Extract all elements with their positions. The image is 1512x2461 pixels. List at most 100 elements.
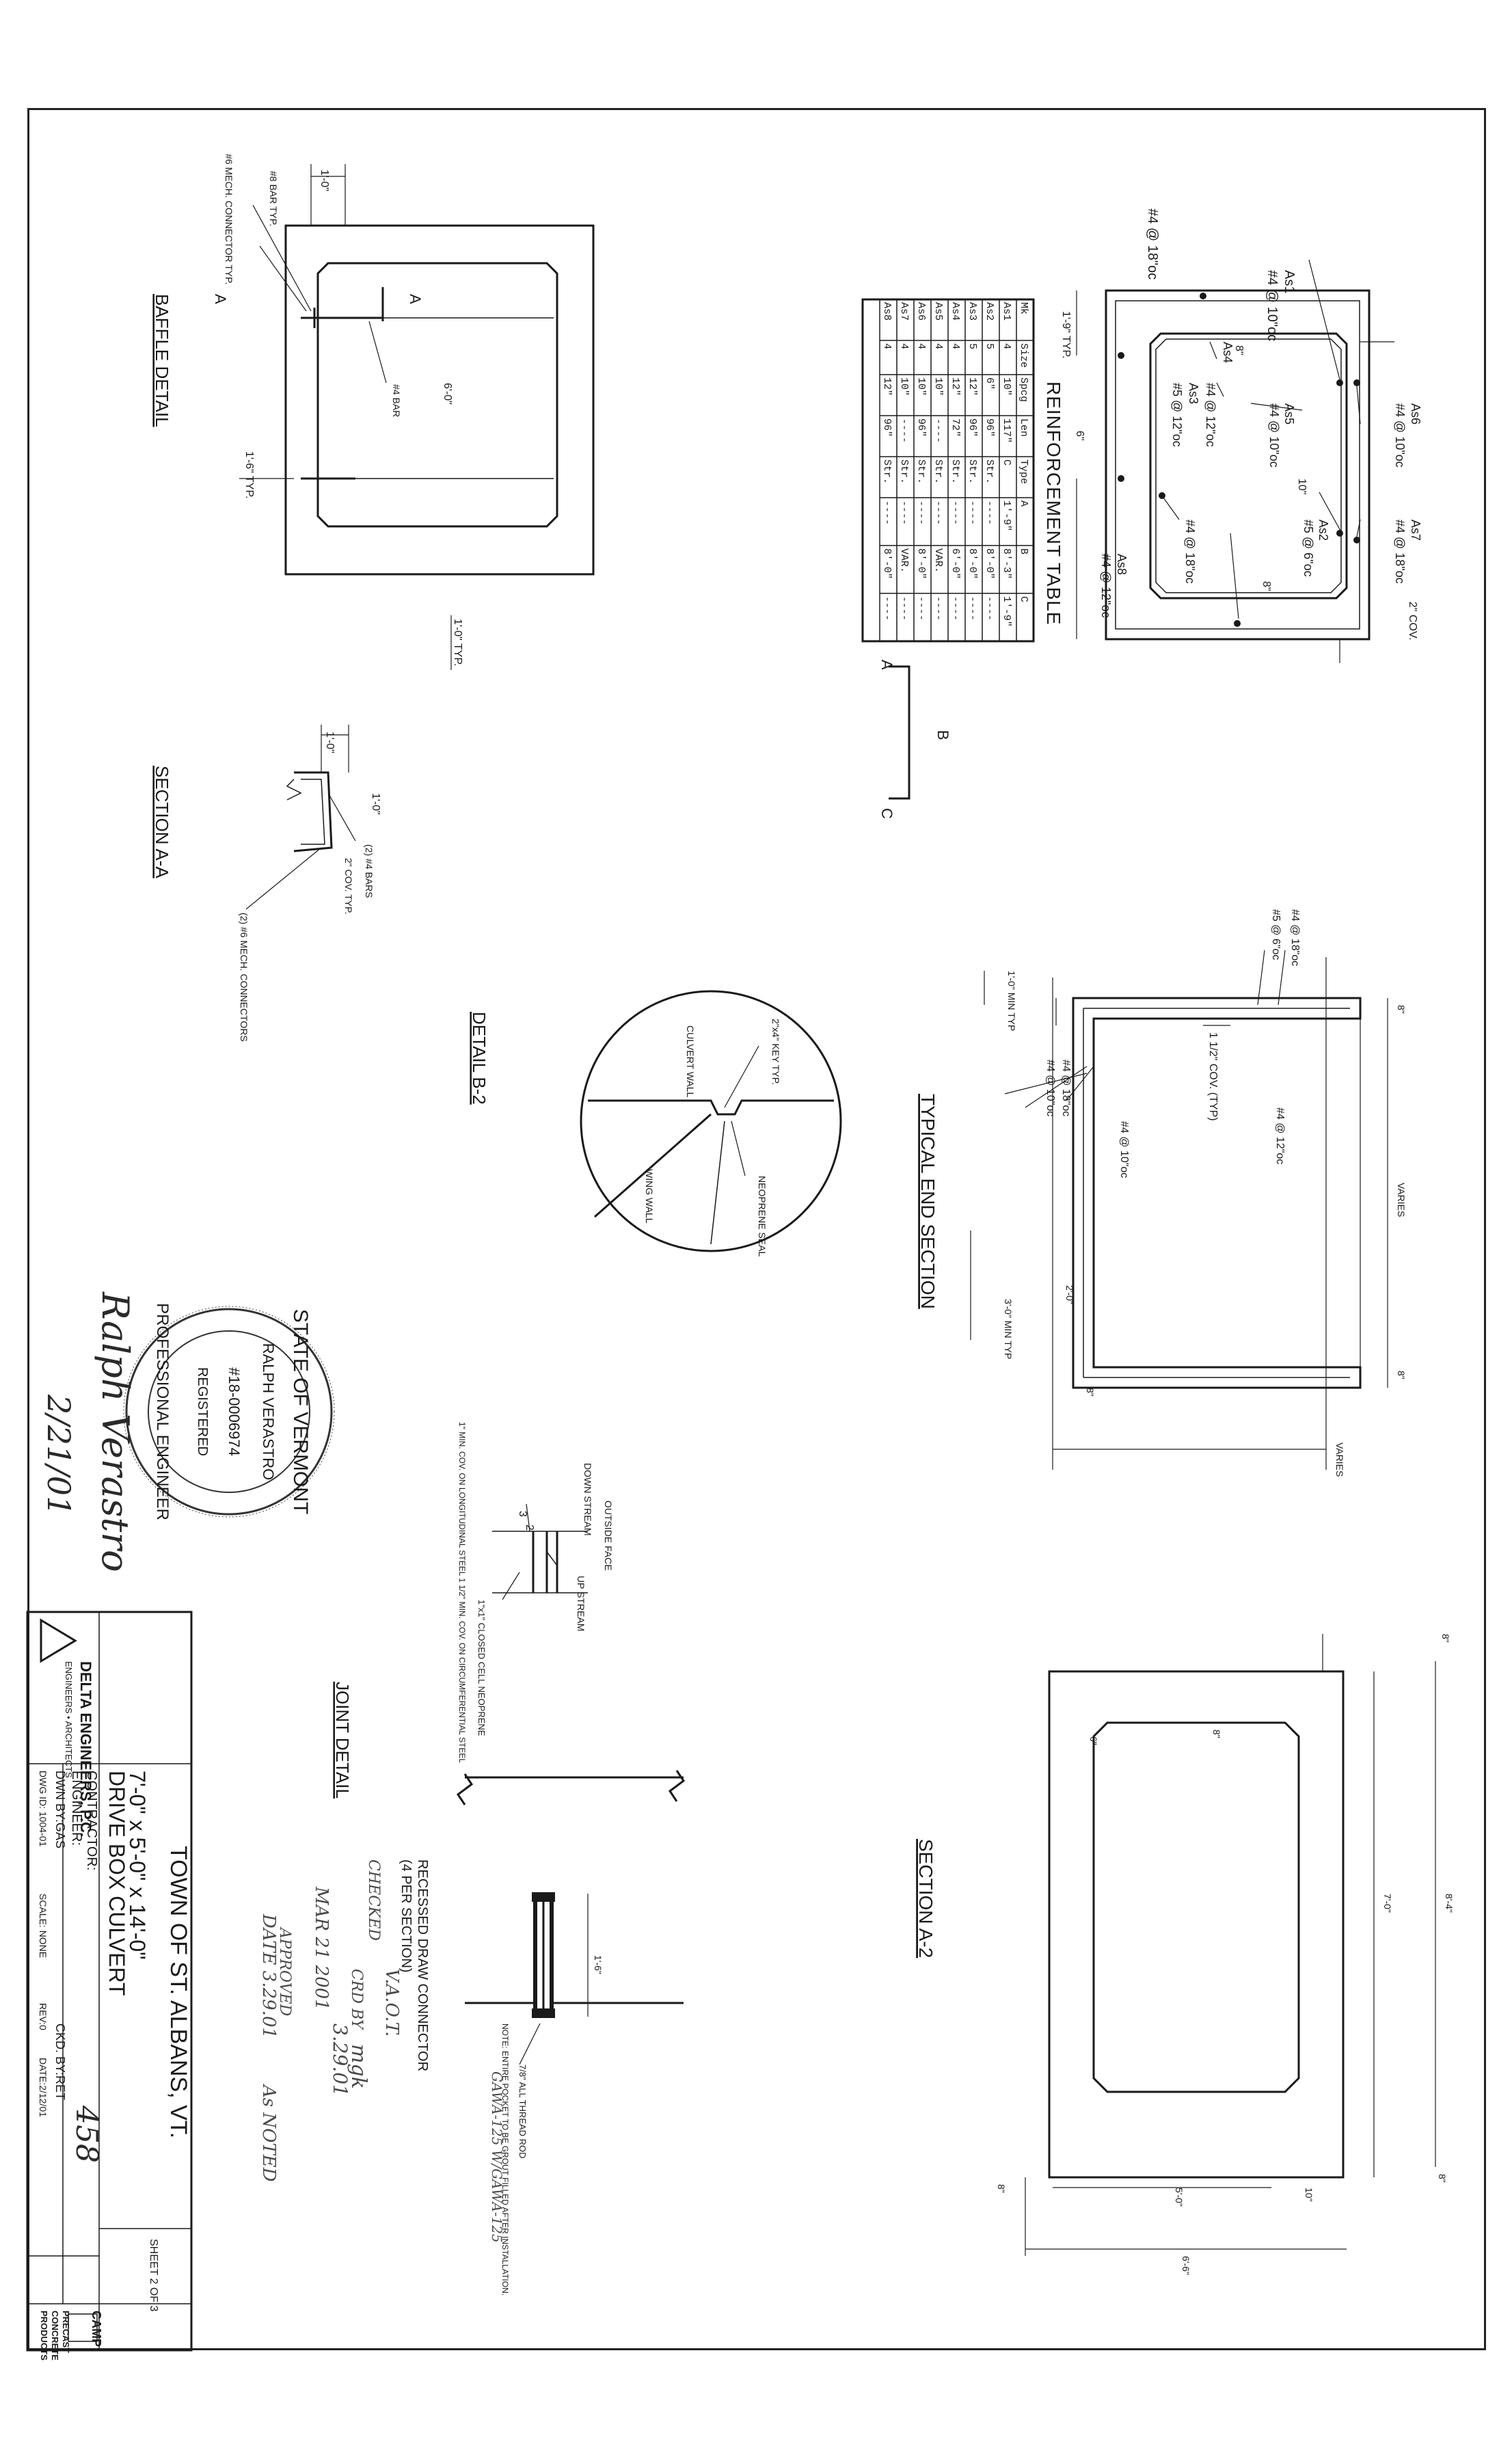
table-cell: 6" [984,377,995,390]
table-cell: 5 [984,343,995,349]
table-cell: Str. [949,459,961,484]
table-cell: Str. [932,459,944,484]
table-header-cell: Size [1018,343,1029,368]
table-cell: 4 [881,343,893,349]
job-number: 458 [69,2105,104,2163]
table-cell: 117" [1001,418,1012,443]
table-header-cell: Spcg [1018,377,1029,402]
bar-label-as3: As3 [1187,383,1200,404]
callout-as4: #4 @ 12"oc [1204,383,1217,447]
table-cell: As8 [881,302,893,321]
table-cell: 8'-0" [881,548,893,579]
bar-label-as7: As7 [1409,520,1422,541]
contractor-label: CONTRACTOR: [84,1771,99,1870]
pe-seal: STATE OF VERMONT RALPH VERASTRO #18-0006… [123,1303,335,1520]
baffle-dim-1-6: 1'-6" TYP. [243,451,255,499]
aa-label-4-bars: (2) #4 BARS [364,844,375,898]
table-cell: 8'-0" [984,548,995,579]
a2-dim-10: 10" [1304,2188,1314,2202]
table-cell: ---- [932,596,944,621]
joint-outside-face: OUTSIDE FACE [603,1501,614,1571]
joint-detail-title: JOINT DETAIL [332,1682,353,1799]
dim-10: 10" [1296,479,1308,494]
project-title: TOWN OF ST. ALBANS, VT. [165,1846,191,2138]
dim-8-top: 8" [1233,345,1245,355]
table-cell: ---- [898,500,910,525]
connector-title: RECESSED DRAW CONNECTOR [415,1859,430,2071]
table-cell: Str. [881,459,893,484]
b2-label-wing-wall: WING WALL [644,1169,655,1224]
culvert-type: DRIVE BOX CULVERT [105,1771,129,1996]
culvert-size: 7'-0" x 5'-0" x 14'-0" [125,1771,150,1960]
table-cell: ---- [915,596,927,621]
shape-label-a: A [878,660,895,670]
end-label-4-10-b: #4 @ 10"oc [1044,1060,1056,1116]
a2-dim-5-0: 5'-0" [1174,2188,1185,2207]
end-dim-8-side: 8" [1085,1388,1096,1397]
table-cell: ---- [881,596,893,621]
typical-end-section: #4 @ 18"oc #5 @ 6"oc #4 @ 12"oc 1 1/2" C… [917,909,1407,1477]
note-date-1: 3.29.01 [329,2023,351,2097]
table-cell: VAR. [898,548,910,573]
table-header-cell: C [1018,596,1029,602]
section-cut-a-left: A [212,294,229,304]
signature-block: Ralph Verastro 2/21/01 [40,1291,137,1572]
table-cell: 1'-9" [1001,500,1012,531]
engineer-label: ENGINEER: [69,1771,84,1846]
dim-8-bottom: 8" [1260,581,1272,591]
table-cell: ---- [967,596,978,621]
baffle-dim-6-0: 6'-0" [442,383,453,405]
dim-6: 6" [1074,431,1085,441]
callout-as2: #5 @ 6"oc [1301,520,1315,577]
baffle-label-8-bar: #8 BAR TYP. [268,171,279,226]
note-crd-by: CRD BY [348,1969,365,2031]
dim-1-9-typ: 1'-9" TYP. [1060,311,1072,359]
table-cell: ---- [949,596,961,621]
note-checked: CHECKED [365,1859,382,1941]
table-cell: 4 [915,343,927,349]
table-cell: As4 [949,302,961,321]
dim-2-cov: 2" COV. [1407,602,1418,641]
note-initials: mgk [347,2044,370,2089]
bar-shape-diagram: A B C [878,660,951,819]
baffle-dim-1-0-typ: 1'-0" TYP. [452,619,463,667]
baffle-detail: 1'-0" 6'-0" 1'-6" TYP. 1'-0" TYP. #6 MEC… [152,154,595,670]
table-cell: 4 [949,343,961,349]
baffle-detail-title: BAFFLE DETAIL [152,294,172,427]
vendor-line-3: PRODUCTS [39,2311,49,2361]
table-cell: 96" [915,418,927,437]
callout-as1: #4 @ 10"oc [1265,270,1280,341]
connector-dim-1-6: 1'-6" [593,1955,604,1974]
bar-label-as4: As4 [1221,342,1234,363]
table-header-cell: A [1018,500,1029,507]
table-cell: 12" [949,377,961,396]
shape-label-c: C [878,808,895,819]
aa-dim-side: 1'-0" [370,793,381,815]
table-cell: 4 [898,343,910,349]
table-cell: 10" [898,377,910,396]
table-cell: ---- [949,500,961,525]
shape-label-b: B [934,730,951,740]
section-aa: 1'-0" 1'-0" (2) #4 BARS 2" COV. TYP. (2)… [152,725,381,1042]
seal-state: STATE OF VERMONT [289,1309,312,1515]
end-dim-3-0-min: 3'-0" MIN TYP [1003,1299,1014,1359]
table-cell: ---- [898,596,910,621]
end-dim-2-0: 2'-0" [1064,1285,1075,1304]
bar-label-as5: As5 [1282,403,1296,425]
detail-b2-title: DETAIL B-2 [469,1012,489,1105]
seal-number: #18-0006974 [226,1367,243,1456]
baffle-label-mech-connector: #6 MECH. CONNECTOR TYP. [224,154,234,284]
end-label-4-18-top: #4 @ 18"oc [1289,909,1301,966]
callout-mid-18: #4 @ 18"oc [1183,520,1197,584]
sheet-number: SHEET 2 OF 3 [148,2239,159,2312]
table-cell: As7 [898,302,910,321]
section-aa-title: SECTION A-A [152,766,172,878]
table-cell: VAR. [932,548,944,573]
seal-name: RALPH VERASTRO [260,1343,277,1481]
vendor-line-2: CONCRETE [50,2311,60,2361]
table-cell: Str. [898,459,910,484]
baffle-label-4-bar: #4 BAR [391,384,402,417]
section-a2-title: SECTION A-2 [915,1839,936,1958]
callout-as6: #4 @ 10"oc [1393,403,1407,468]
